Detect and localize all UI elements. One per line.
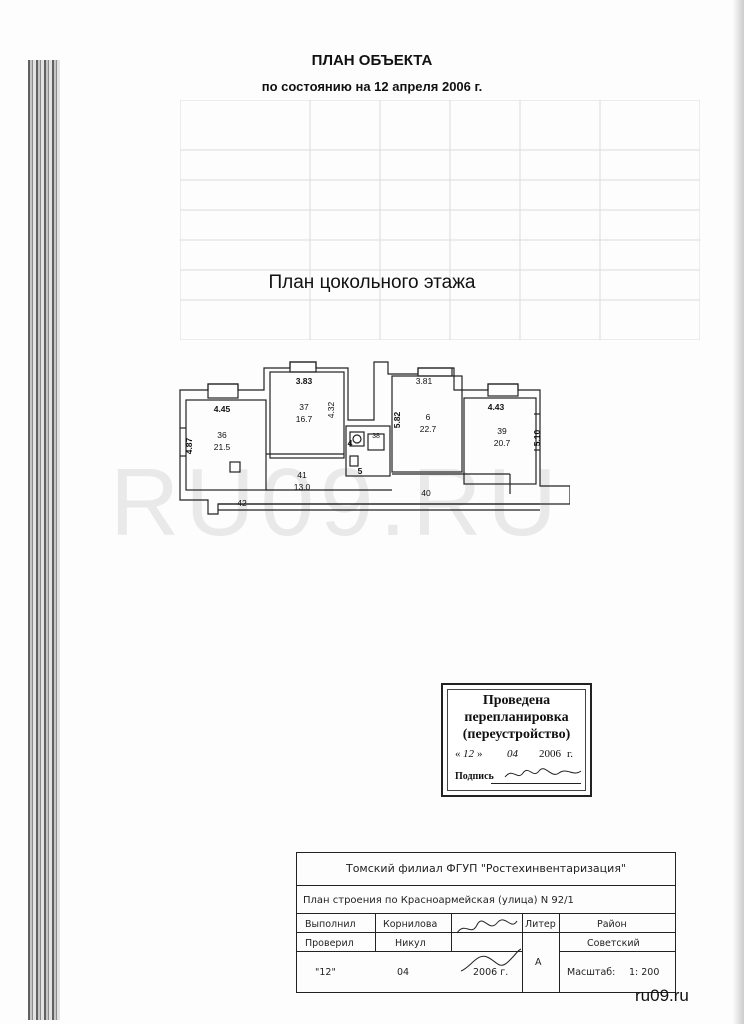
document-title: ПЛАН ОБЪЕКТА <box>311 52 433 69</box>
district-label: Район <box>597 919 627 930</box>
handwritten-signature <box>460 948 522 972</box>
room-number: 41 <box>297 470 307 480</box>
page-edge <box>732 0 744 1024</box>
room-area: 20.7 <box>494 438 511 448</box>
title-block-row <box>297 913 675 933</box>
room-number: 42 <box>237 498 247 508</box>
stamp-line: перепланировка <box>464 710 569 725</box>
date-day: "12" <box>315 967 336 978</box>
room-number: 38 <box>372 433 380 440</box>
floor-plan-title: План цокольного этажа <box>268 272 476 293</box>
dimension-label: 3.83 <box>296 376 313 386</box>
footer-brand: ru09.ru <box>635 986 689 1005</box>
floor-plan: 4.45 4.87 3.83 4.32 3.81 5.82 4.43 5.10 … <box>179 361 570 515</box>
room-number: 4 <box>348 438 353 448</box>
stamp-line: Проведена <box>482 693 551 708</box>
handwritten-signature <box>456 919 518 934</box>
scale-value: 1: 200 <box>629 967 660 978</box>
dimension-label: 5.82 <box>392 411 402 428</box>
signature-line <box>491 783 581 784</box>
room-number: 36 <box>217 430 227 440</box>
dimension-label: 4.43 <box>488 402 505 412</box>
date-year: 2006 г. <box>473 967 509 978</box>
dimension-label: 4.87 <box>184 437 194 454</box>
stamp-signature-label: Подпись <box>455 771 494 782</box>
divider <box>375 913 376 952</box>
dimension-label: 5.10 <box>532 429 542 446</box>
room-area: 13.0 <box>294 482 311 492</box>
performed-name: Корнилова <box>383 919 438 930</box>
room-area: 22.7 <box>420 424 437 434</box>
title-block-row <box>559 932 675 952</box>
district-value: Советский <box>587 938 640 949</box>
document-subtitle: по состоянию на 12 апреля 2006 г. <box>261 79 483 94</box>
title-block-row <box>297 853 675 886</box>
dimension-label: 4.45 <box>214 404 231 414</box>
title-block-row <box>297 932 522 952</box>
room-number: 6 <box>426 412 431 422</box>
divider <box>559 913 560 992</box>
room-area: 16.7 <box>296 414 313 424</box>
redevelopment-stamp: Проведена перепланировка (переустройство… <box>441 683 592 797</box>
watermark: RU09.RU <box>110 449 563 556</box>
room-number: 5 <box>358 466 363 476</box>
stamp-month: 04 <box>507 748 518 760</box>
room-number: 40 <box>421 488 431 498</box>
performed-label: Выполнил <box>305 919 356 930</box>
plan-name: План строения по Красноармейская (улица)… <box>303 895 574 906</box>
binding-strip <box>28 60 60 1020</box>
checked-name: Никул <box>395 938 426 949</box>
organization-name: Томский филиал ФГУП "Ростехинвентаризаци… <box>345 862 626 875</box>
scale-label: Масштаб: <box>567 967 616 978</box>
stamp-year: 2006 <box>539 748 561 760</box>
letter-label: Литер <box>525 919 556 930</box>
date-month: 04 <box>397 967 410 978</box>
dimension-label: 3.81 <box>416 376 433 386</box>
handwritten-signature <box>504 768 582 778</box>
show-through-table <box>180 100 700 340</box>
room-number: 39 <box>497 426 507 436</box>
stamp-day: 12 <box>463 748 474 760</box>
title-block: Томский филиал ФГУП "Ростехинвентаризаци… <box>296 852 676 993</box>
room-area: 21.5 <box>214 442 231 452</box>
letter-value: А <box>535 957 542 968</box>
room-number: 37 <box>299 402 309 412</box>
dimension-label: 4.32 <box>326 401 336 418</box>
checked-label: Проверил <box>305 938 354 949</box>
stamp-line: (переустройство) <box>462 727 571 742</box>
title-block-row <box>297 885 675 914</box>
divider <box>522 913 523 992</box>
divider <box>451 913 452 952</box>
